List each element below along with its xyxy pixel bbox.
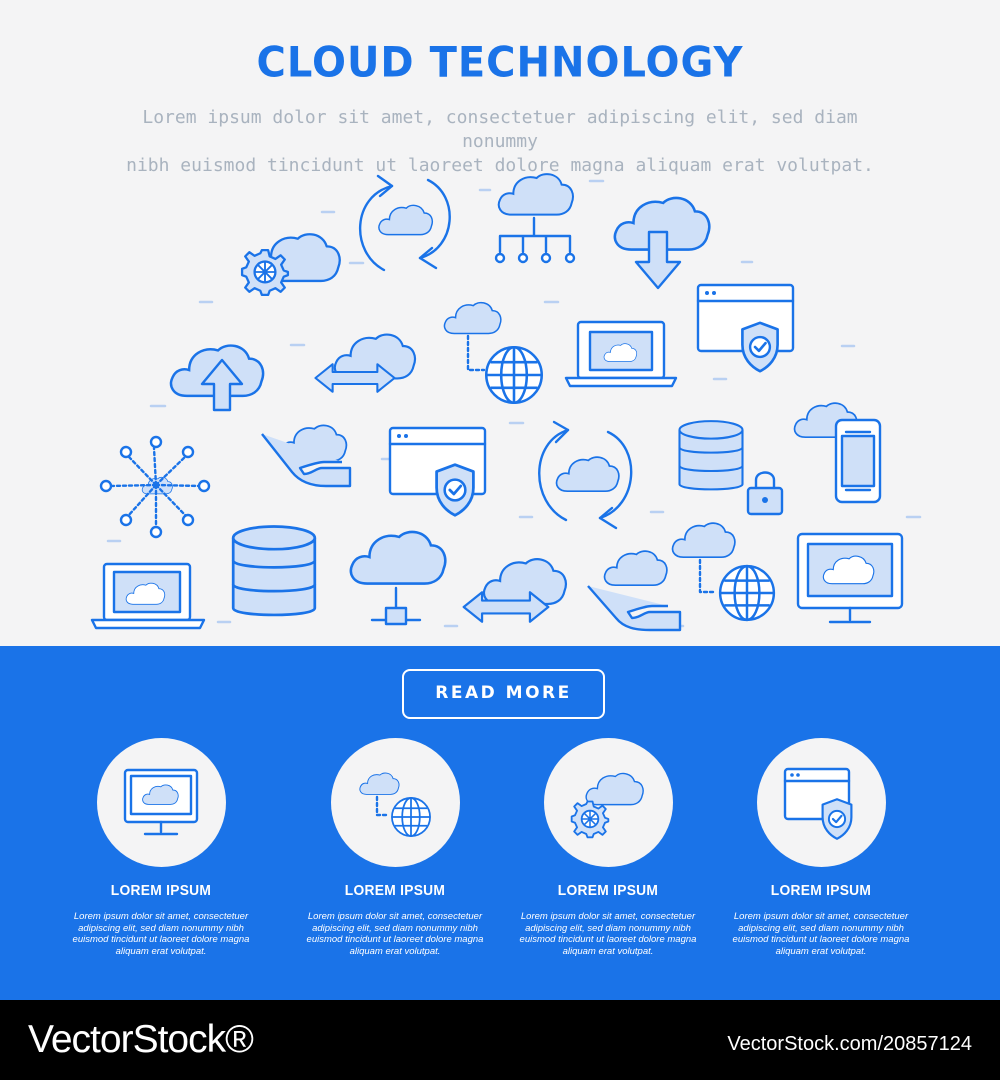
desc-line: Lorem ipsum dolor sit amet, consectetuer [733, 911, 909, 922]
desc-line: euismod tincidunt ut laoreet dolore magn… [732, 934, 910, 945]
monitor-cloud-icon [123, 768, 199, 835]
desc-line: aliquam erat volutpat. [775, 945, 867, 957]
desc-line: adipiscing elit, sed diam nonummy nibh [312, 922, 478, 934]
cloud-server-icon [349, 530, 447, 626]
feature-card-2: LOREM IPSUM Lorem ipsum dolor sit amet, … [289, 738, 501, 957]
desc-line: euismod tincidunt ut laoreet dolore magn… [519, 934, 697, 945]
cloud-network-icon [494, 173, 576, 264]
browser-shield-icon [783, 767, 853, 840]
feature-card-4: LOREM IPSUM Lorem ipsum dolor sit amet, … [715, 738, 927, 957]
cloud-gear-icon [570, 772, 644, 838]
desc-line: aliquam erat volutpat. [562, 945, 654, 957]
cloud-globe-icon [443, 301, 544, 405]
desc-line: aliquam erat volutpat. [349, 945, 441, 957]
database-lock-icon [678, 419, 784, 516]
feature-description: Lorem ipsum dolor sit amet, consectetuer… [63, 911, 259, 957]
feature-description: Lorem ipsum dolor sit amet, consectetuer… [297, 911, 493, 957]
desc-line: adipiscing elit, sed diam nonummy nibh [525, 922, 691, 934]
feature-card-3: LOREM IPSUM Lorem ipsum dolor sit amet, … [502, 738, 714, 957]
cloud-hub-icon [99, 435, 211, 539]
cloud-sync-icon [359, 174, 451, 272]
feature-description: Lorem ipsum dolor sit amet, consectetuer… [723, 911, 919, 957]
desc-line: Lorem ipsum dolor sit amet, consectetuer [73, 911, 249, 922]
mobile-phone-icon [793, 402, 882, 504]
hero-section: CLOUD TECHNOLOGY Lorem ipsum dolor sit a… [90, 38, 922, 632]
monitor-cloud-icon [796, 532, 904, 624]
watermark-brand: VectorStock® [28, 1018, 254, 1061]
read-more-button[interactable]: READ MORE [402, 669, 605, 719]
desc-line: aliquam erat volutpat. [115, 945, 207, 957]
feature-band: READ MORE LOREM IPSUM Lorem ipsum dolor … [0, 646, 1000, 1000]
cloud-globe-icon [359, 772, 431, 837]
cloud-transfer-icon [462, 558, 567, 623]
feature-title: LOREM IPSUM [344, 882, 446, 899]
laptop-cloud-icon [564, 320, 678, 388]
desc-line: adipiscing elit, sed diam nonummy nibh [738, 922, 904, 934]
desc-line: Lorem ipsum dolor sit amet, consectetuer [520, 911, 696, 922]
desc-line: euismod tincidunt ut laoreet dolore magn… [306, 934, 484, 945]
watermark-footer: VectorStock® VectorStock.com/20857124 [0, 1000, 1000, 1080]
database-icon [231, 524, 317, 617]
icon-illustration [90, 173, 922, 632]
cloud-globe-icon [671, 522, 776, 622]
page-title: CLOUD TECHNOLOGY [256, 38, 744, 88]
browser-shield-icon [696, 283, 795, 373]
page-subtitle: Lorem ipsum dolor sit amet, consectetuer… [100, 106, 900, 178]
cloud-transfer-icon [314, 333, 417, 393]
subtitle-line-1: Lorem ipsum dolor sit amet, consectetuer… [142, 107, 858, 152]
feature-card-1: LOREM IPSUM Lorem ipsum dolor sit amet, … [55, 738, 267, 957]
feature-title: LOREM IPSUM [770, 882, 872, 899]
feature-circle [330, 738, 460, 867]
feature-circle [96, 738, 226, 867]
desc-line: euismod tincidunt ut laoreet dolore magn… [72, 934, 250, 945]
cloud-upload-icon [169, 344, 265, 412]
subtitle-line-2: nibh euismod tincidunt ut laoreet dolore… [126, 155, 874, 176]
feature-description: Lorem ipsum dolor sit amet, consectetuer… [510, 911, 706, 957]
desc-line: adipiscing elit, sed diam nonummy nibh [78, 922, 244, 934]
feature-circle [756, 738, 886, 867]
feature-title: LOREM IPSUM [557, 882, 659, 899]
desc-line: Lorem ipsum dolor sit amet, consectetuer [307, 911, 483, 922]
laptop-cloud-icon [90, 562, 206, 630]
cloud-download-icon [613, 196, 711, 290]
feature-circle [543, 738, 673, 867]
cloud-sync-icon [538, 420, 633, 530]
hand-cloud-icon [261, 424, 352, 488]
browser-shield-icon [388, 426, 487, 517]
hand-cloud-icon [587, 550, 682, 632]
watermark-id: VectorStock.com/20857124 [727, 1033, 972, 1055]
cloud-gear-icon [240, 233, 341, 297]
feature-title: LOREM IPSUM [110, 882, 212, 899]
